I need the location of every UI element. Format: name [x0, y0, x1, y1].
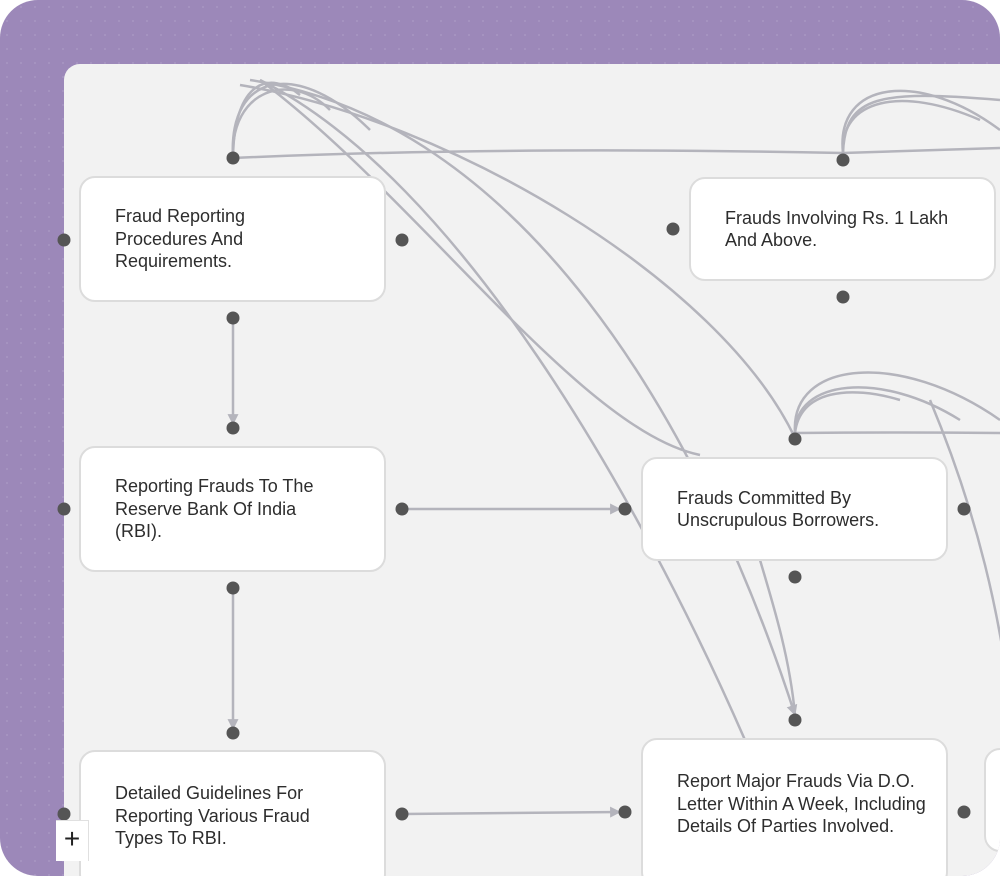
- edge-loop-1: [231, 82, 371, 159]
- handle-lakh-top[interactable]: [836, 153, 850, 167]
- handle-borrowers-bottom[interactable]: [788, 570, 802, 584]
- edge-mid-horizontal: [794, 431, 1000, 435]
- handle-lakh-bottom[interactable]: [836, 290, 850, 304]
- edge-guidelines-to-major: [402, 806, 622, 818]
- handle-borrowers-left[interactable]: [618, 502, 632, 516]
- edge-loop-right-2: [841, 99, 981, 154]
- node-label: Frauds Involving Rs. 1 Lakh And Above.: [725, 207, 949, 251]
- edge-right-long-down: [928, 399, 1000, 642]
- handle-rbi-bottom[interactable]: [226, 581, 240, 595]
- edge-top-horizontal: [232, 149, 844, 160]
- handle-procedures-bottom[interactable]: [226, 311, 240, 325]
- node-label: Report Major Frauds Via D.O. Letter With…: [677, 771, 926, 836]
- edge-loop-right-1: [841, 89, 1000, 154]
- handle-procedures-right[interactable]: [395, 233, 409, 247]
- handle-guidelines-left[interactable]: [57, 807, 71, 821]
- handle-borrowers-right[interactable]: [957, 502, 971, 516]
- edge-curve-to-borrowers: [239, 83, 797, 439]
- handle-rbi-top[interactable]: [226, 421, 240, 435]
- edge-curve-to-major-a: [249, 78, 798, 717]
- handle-lakh-left[interactable]: [666, 222, 680, 236]
- node-partial-offscreen[interactable]: [984, 748, 1000, 852]
- handle-guidelines-right[interactable]: [395, 807, 409, 821]
- handle-borrowers-top[interactable]: [788, 432, 802, 446]
- node-reporting-to-rbi[interactable]: Reporting Frauds To The Reserve Bank Of …: [79, 446, 386, 572]
- node-frauds-rs-1-lakh[interactable]: Frauds Involving Rs. 1 Lakh And Above.: [689, 177, 996, 281]
- node-label: Detailed Guidelines For Reporting Variou…: [115, 783, 310, 848]
- edge-curve-to-major-b: [259, 78, 747, 741]
- node-report-major-frauds[interactable]: Report Major Frauds Via D.O. Letter With…: [641, 738, 948, 876]
- edge-loop-mid-2: [793, 386, 961, 434]
- handle-major-left[interactable]: [618, 805, 632, 819]
- edge-loop-mid-3: [793, 391, 901, 434]
- handle-procedures-left[interactable]: [57, 233, 71, 247]
- node-label: Reporting Frauds To The Reserve Bank Of …: [115, 476, 314, 542]
- handle-rbi-left[interactable]: [57, 502, 71, 516]
- handle-major-top[interactable]: [788, 713, 802, 727]
- handle-major-right[interactable]: [957, 805, 971, 819]
- zoom-in-button[interactable]: +: [56, 820, 89, 861]
- node-label: Frauds Committed By Unscrupulous Borrowe…: [677, 487, 880, 531]
- edge-top-right-out: [842, 146, 1000, 155]
- edge-curve-long-c: [259, 79, 701, 457]
- node-unscrupulous-borrowers[interactable]: Frauds Committed By Unscrupulous Borrowe…: [641, 457, 948, 561]
- handle-procedures-top[interactable]: [226, 151, 240, 165]
- handle-guidelines-top[interactable]: [226, 726, 240, 740]
- node-label: Fraud Reporting Procedures And Requireme…: [115, 206, 246, 272]
- edge-loop-mid-1: [793, 371, 1000, 434]
- handle-rbi-right[interactable]: [395, 502, 409, 516]
- edge-loop-right-3: [841, 94, 1000, 154]
- edge-borrowers-down: [758, 559, 797, 716]
- node-fraud-reporting-procedures[interactable]: Fraud Reporting Procedures And Requireme…: [79, 176, 386, 302]
- node-detailed-guidelines[interactable]: Detailed Guidelines For Reporting Variou…: [79, 750, 386, 876]
